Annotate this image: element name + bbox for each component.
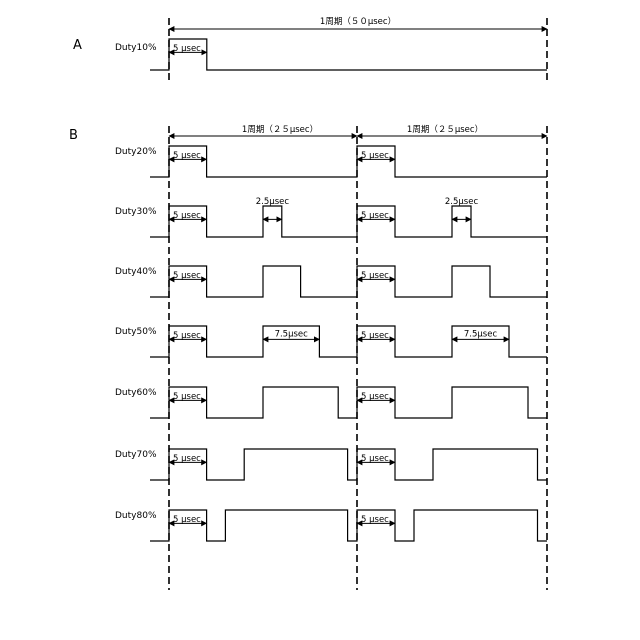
waveform-row-duty60%: Duty60% 5 μsec 5 μsec bbox=[115, 387, 547, 418]
waveform-row-duty40%: Duty40% 5 μsec 5 μsec bbox=[115, 266, 547, 297]
waveform-line bbox=[150, 39, 547, 70]
row-label: Duty80% bbox=[115, 511, 157, 521]
pulse-width-label: 5 μsec bbox=[361, 331, 389, 341]
waveform-row-duty70%: Duty70% 5 μsec 5 μsec bbox=[115, 449, 547, 480]
pulse-width-label: 5 μsec bbox=[173, 515, 201, 525]
panel-b-period-label-1: 1周期（２５μsec） bbox=[242, 124, 318, 135]
panel-b-period-label-2: 1周期（２５μsec） bbox=[407, 124, 483, 135]
panel-a-label: A bbox=[73, 38, 82, 53]
pulse-width-label: 5 μsec bbox=[173, 211, 201, 221]
pulse-width-label: 5 μsec bbox=[361, 392, 389, 402]
gap-width-label: 7.5μsec bbox=[464, 329, 498, 339]
gap-width-label: 2.5μsec bbox=[445, 197, 479, 207]
row-label: Duty30% bbox=[115, 207, 157, 217]
pulse-width-label: 5 μsec bbox=[361, 211, 389, 221]
waveform-row-duty50%: Duty50% 5 μsec 7.5μsec 5 μsec 7.5μsec bbox=[115, 326, 547, 357]
panel-a-period-dimension: 1周期（５０μsec） bbox=[169, 16, 547, 29]
pulse-width-label: 5 μsec bbox=[361, 151, 389, 161]
row-label: Duty10% bbox=[115, 43, 157, 53]
waveform-row-duty20%: Duty20% 5 μsec 5 μsec bbox=[115, 146, 547, 177]
row-label: Duty50% bbox=[115, 327, 157, 337]
pulse-width-label: 5 μsec bbox=[173, 331, 201, 341]
panel-b-period-dimension-2: 1周期（２５μsec） bbox=[357, 124, 547, 136]
panel-a-period-label: 1周期（５０μsec） bbox=[320, 16, 396, 27]
pulse-width-label: 5 μsec bbox=[173, 271, 201, 281]
waveform-line bbox=[150, 266, 547, 297]
waveform-row-duty10%: Duty10% 5 μsec bbox=[115, 39, 547, 70]
waveform-rows: Duty10%5 μsecDuty20%5 μsec5 μsecDuty30%5… bbox=[115, 39, 547, 541]
waveform-line bbox=[150, 449, 547, 480]
pulse-width-label: 5 μsec bbox=[173, 44, 201, 54]
waveform-line bbox=[150, 206, 547, 237]
panel-b-label: B bbox=[69, 128, 78, 143]
pulse-width-label: 5 μsec bbox=[173, 454, 201, 464]
pulse-width-label: 5 μsec bbox=[361, 515, 389, 525]
row-label: Duty40% bbox=[115, 267, 157, 277]
gap-width-label: 2.5μsec bbox=[256, 197, 290, 207]
pulse-width-label: 5 μsec bbox=[361, 454, 389, 464]
row-label: Duty20% bbox=[115, 147, 157, 157]
row-label: Duty60% bbox=[115, 388, 157, 398]
pulse-width-label: 5 μsec bbox=[173, 151, 201, 161]
row-label: Duty70% bbox=[115, 450, 157, 460]
waveform-row-duty30%: Duty30% 5 μsec 2.5μsec 5 μsec 2.5μsec bbox=[115, 197, 547, 237]
pulse-width-label: 5 μsec bbox=[173, 392, 201, 402]
waveform-line bbox=[150, 387, 547, 418]
panel-b-period-dimension-1: 1周期（２５μsec） bbox=[169, 124, 357, 136]
pulse-width-label: 5 μsec bbox=[361, 271, 389, 281]
waveform-line bbox=[150, 146, 547, 177]
waveform-row-duty80%: Duty80% 5 μsec 5 μsec bbox=[115, 510, 547, 541]
gap-width-label: 7.5μsec bbox=[275, 329, 309, 339]
waveform-line bbox=[150, 510, 547, 541]
